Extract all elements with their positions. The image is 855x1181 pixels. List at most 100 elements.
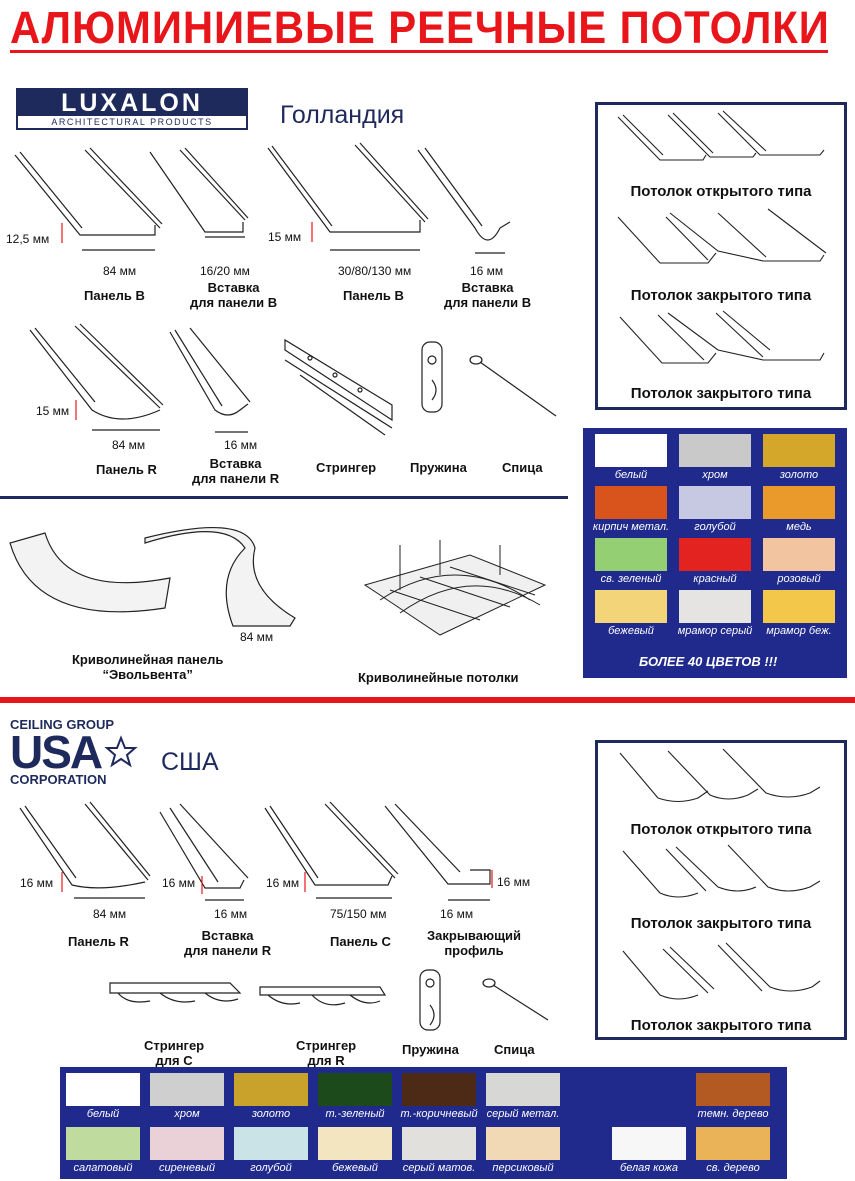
lux-name-panel-b: Панель B (84, 288, 145, 303)
luxalon-logo-main: LUXALON (18, 90, 246, 116)
color-swatch-label: хром (174, 1108, 200, 1120)
usa-name-panel-c: Панель C (330, 934, 391, 949)
color-swatch-label: серый метал. (486, 1108, 560, 1120)
color-swatch (679, 538, 751, 571)
usa-type-drawings (619, 748, 821, 1000)
color-swatch-label: хром (702, 469, 728, 481)
color-swatch-label: белая кожа (620, 1162, 678, 1174)
color-swatch (763, 486, 835, 519)
lux-name-panel-r: Панель R (96, 462, 157, 477)
lux-dim-6: 16 мм (470, 264, 504, 278)
color-swatch (150, 1073, 224, 1106)
color-swatch-label: персиковый (492, 1162, 554, 1174)
lux-dim-1: 12,5 мм (6, 232, 50, 246)
title-underline (10, 50, 828, 53)
curved-panel-drawing (9, 526, 296, 627)
lux-dim-5: 30/80/130 мм (338, 264, 412, 278)
luxalon-type-drawings (617, 110, 827, 364)
color-swatch (595, 590, 667, 623)
star-icon (104, 735, 138, 768)
usa-country: США (161, 748, 219, 776)
color-swatch-label: золото (779, 469, 819, 481)
color-swatch (234, 1127, 308, 1160)
usa-dim-3: 16 мм (162, 876, 196, 890)
color-swatch (486, 1073, 560, 1106)
curved-ceiling-drawing (363, 540, 547, 636)
lux-name-spring: Пружина (410, 460, 467, 475)
color-swatch (486, 1127, 560, 1160)
color-swatch-label: салатовый (73, 1162, 133, 1174)
usa-dim-6: 75/150 мм (330, 907, 387, 921)
lux-dim-10: 84 мм (240, 630, 274, 644)
color-swatch (763, 590, 835, 623)
usa-profiles-row1 (19, 801, 493, 901)
color-swatch (679, 434, 751, 467)
luxalon-logo: LUXALON ARCHITECTURAL PRODUCTS (16, 88, 248, 130)
color-swatch-label: св. зеленый (600, 573, 662, 585)
lux-dim-2: 84 мм (103, 264, 137, 278)
color-swatch-label: св. дерево (706, 1162, 760, 1174)
color-swatch-label: красный (693, 573, 737, 585)
usa-name-panel-r: Панель R (68, 934, 129, 949)
color-swatch-label: белый (86, 1108, 120, 1120)
color-swatch-label: розовый (777, 573, 821, 585)
usa-dim-1: 16 мм (20, 876, 54, 890)
color-swatch (150, 1127, 224, 1160)
color-swatch (679, 486, 751, 519)
lux-dim-4: 15 мм (268, 230, 302, 244)
lux-type-1: Потолок открытого типа (630, 183, 812, 200)
lux-more-colors: БОЛЕЕ 40 ЦВЕТОВ !!! (639, 654, 778, 669)
color-swatch-label: мрамор серый (677, 625, 753, 637)
luxalon-profiles-row1 (14, 142, 511, 254)
usa-dim-4: 16 мм (214, 907, 248, 921)
luxalon-types-box: Потолок открытого типа Потолок закрытого… (595, 102, 847, 410)
color-swatch (234, 1073, 308, 1106)
color-swatch-label: сиреневый (159, 1162, 215, 1174)
lux-name-evolvent: Криволинейная панель“Эвольвента” (72, 652, 224, 682)
color-swatch-label: голубой (250, 1162, 292, 1174)
usa-dim-8: 16 мм (497, 875, 531, 889)
lux-name-spoke: Спица (502, 460, 543, 475)
color-swatch-label: мрамор беж. (766, 625, 832, 637)
color-swatch-label: бежевый (332, 1162, 378, 1174)
section-divider-red (0, 697, 855, 703)
color-swatch-label: темн. дерево (697, 1108, 769, 1120)
color-swatch-label: т.-коричневый (400, 1108, 478, 1120)
color-swatch (595, 434, 667, 467)
usa-logo: CEILING GROUP USA CORPORATION (10, 717, 150, 795)
color-swatch-label: медь (786, 521, 812, 533)
section-divider (0, 496, 568, 499)
lux-dim-8: 84 мм (112, 438, 146, 452)
color-swatch (66, 1073, 140, 1106)
lux-name-panel-b2: Панель B (343, 288, 404, 303)
lux-name-stringer: Стрингер (316, 460, 377, 475)
color-swatch (318, 1073, 392, 1106)
lux-dim-9: 16 мм (224, 438, 258, 452)
lux-dim-7: 15 мм (36, 404, 70, 418)
color-swatch-label: серый матов. (402, 1162, 476, 1174)
color-swatch-label: белый (614, 469, 648, 481)
lux-type-2: Потолок закрытого типа (630, 287, 812, 304)
usa-type-3: Потолок закрытого типа (630, 1017, 812, 1034)
usa-type-1: Потолок открытого типа (630, 821, 812, 838)
color-swatch (318, 1127, 392, 1160)
color-swatch (595, 538, 667, 571)
lux-dim-3: 16/20 мм (200, 264, 250, 278)
usa-dim-5: 16 мм (266, 876, 300, 890)
color-swatch (612, 1127, 686, 1160)
usa-types-box: Потолок открытого типа Потолок закрытого… (595, 740, 847, 1040)
color-swatch-label: бежевый (608, 625, 654, 637)
usa-type-2: Потолок закрытого типа (630, 915, 812, 932)
color-swatch-label: кирпич метал. (592, 521, 670, 533)
color-swatch-label: т.-зеленый (325, 1108, 385, 1120)
color-swatch (595, 486, 667, 519)
usa-name-spring: Пружина (402, 1042, 459, 1057)
lux-name-curved-ceiling: Криволинейные потолки (358, 670, 519, 685)
